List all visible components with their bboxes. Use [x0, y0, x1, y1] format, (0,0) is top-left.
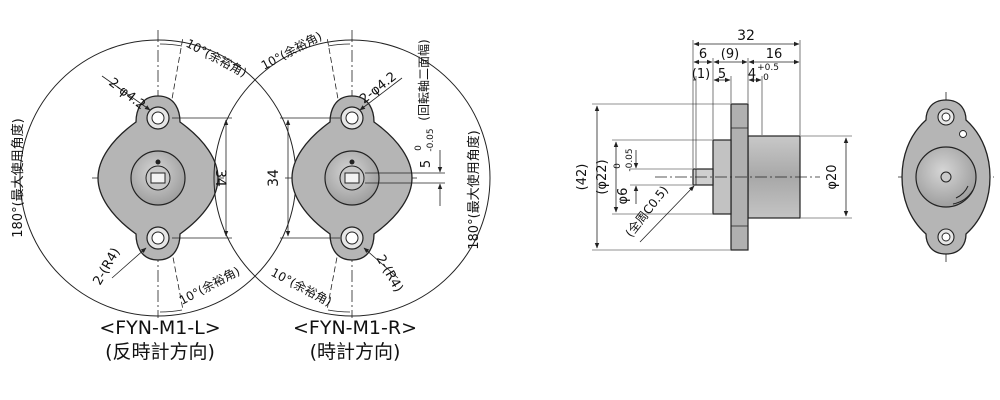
right-shaft-flat	[344, 172, 360, 184]
dim-1: (1)	[692, 67, 710, 82]
dim-16: 16	[766, 47, 783, 62]
right-radius-label: 2-(R4)	[373, 253, 406, 296]
left-margin-bottom: 10°(余裕角)	[176, 263, 242, 308]
dim-shaft: φ6	[616, 188, 631, 205]
shaft-tol-upper: 0	[613, 163, 623, 169]
right-view: 34 5 0 -0.05 (回転軸二面幅) 2-φ4.2 2-(R4) 10°(…	[213, 28, 491, 318]
rear-view	[898, 92, 994, 262]
side-view: 32 6 (9) 16 (1) 5 4 +0.5 0 (42) (φ22) φ6…	[575, 28, 852, 251]
dim-body: φ20	[825, 164, 840, 189]
right-caption: <FYN-M1-R> (時計方向)	[255, 316, 455, 364]
left-hole-label: 2-φ4.2	[106, 75, 149, 113]
right-flat-dim: 5	[419, 160, 434, 168]
rear-arc-mark	[955, 185, 969, 199]
dim-4: 4	[748, 67, 756, 82]
dim-32: 32	[737, 28, 755, 44]
left-pitch-label: 34	[212, 169, 228, 187]
left-caption: <FYN-M1-L> (反時計方向)	[60, 316, 260, 364]
dim-4-tol-lower: 0	[763, 73, 769, 83]
right-flat-tol-upper: 0	[414, 145, 424, 151]
dim-5: 5	[718, 67, 726, 82]
left-model-name: <FYN-M1-L>	[99, 317, 221, 339]
left-max-angle: 180°(最大使用角度)	[10, 118, 26, 237]
dim-4-tol-upper: +0.5	[757, 63, 779, 73]
right-margin-top: 10°(余裕角)	[258, 28, 324, 73]
right-model-name: <FYN-M1-R>	[293, 317, 417, 339]
right-flat-tol-lower: -0.05	[426, 128, 436, 151]
left-margin-top: 10°(余裕角)	[184, 35, 250, 80]
right-flat-width-label: (回転軸二面幅)	[416, 39, 431, 120]
dim-22: (φ22)	[595, 159, 610, 194]
right-direction: (時計方向)	[309, 341, 401, 363]
left-shaft-flat	[150, 172, 166, 184]
dim-9: (9)	[721, 47, 739, 62]
left-radius-label: 2-(R4)	[90, 245, 123, 288]
dim-6: 6	[699, 47, 707, 62]
right-margin-bottom: 10°(余裕角)	[269, 264, 335, 309]
right-max-angle: 180°(最大使用角度)	[466, 130, 482, 249]
left-direction: (反時計方向)	[105, 341, 215, 363]
dim-42: (42)	[575, 164, 590, 191]
right-pitch-label: 34	[266, 169, 282, 187]
shaft-tol-lower: -0.05	[625, 148, 635, 171]
right-hole-label: 2-φ4.2	[357, 69, 400, 107]
